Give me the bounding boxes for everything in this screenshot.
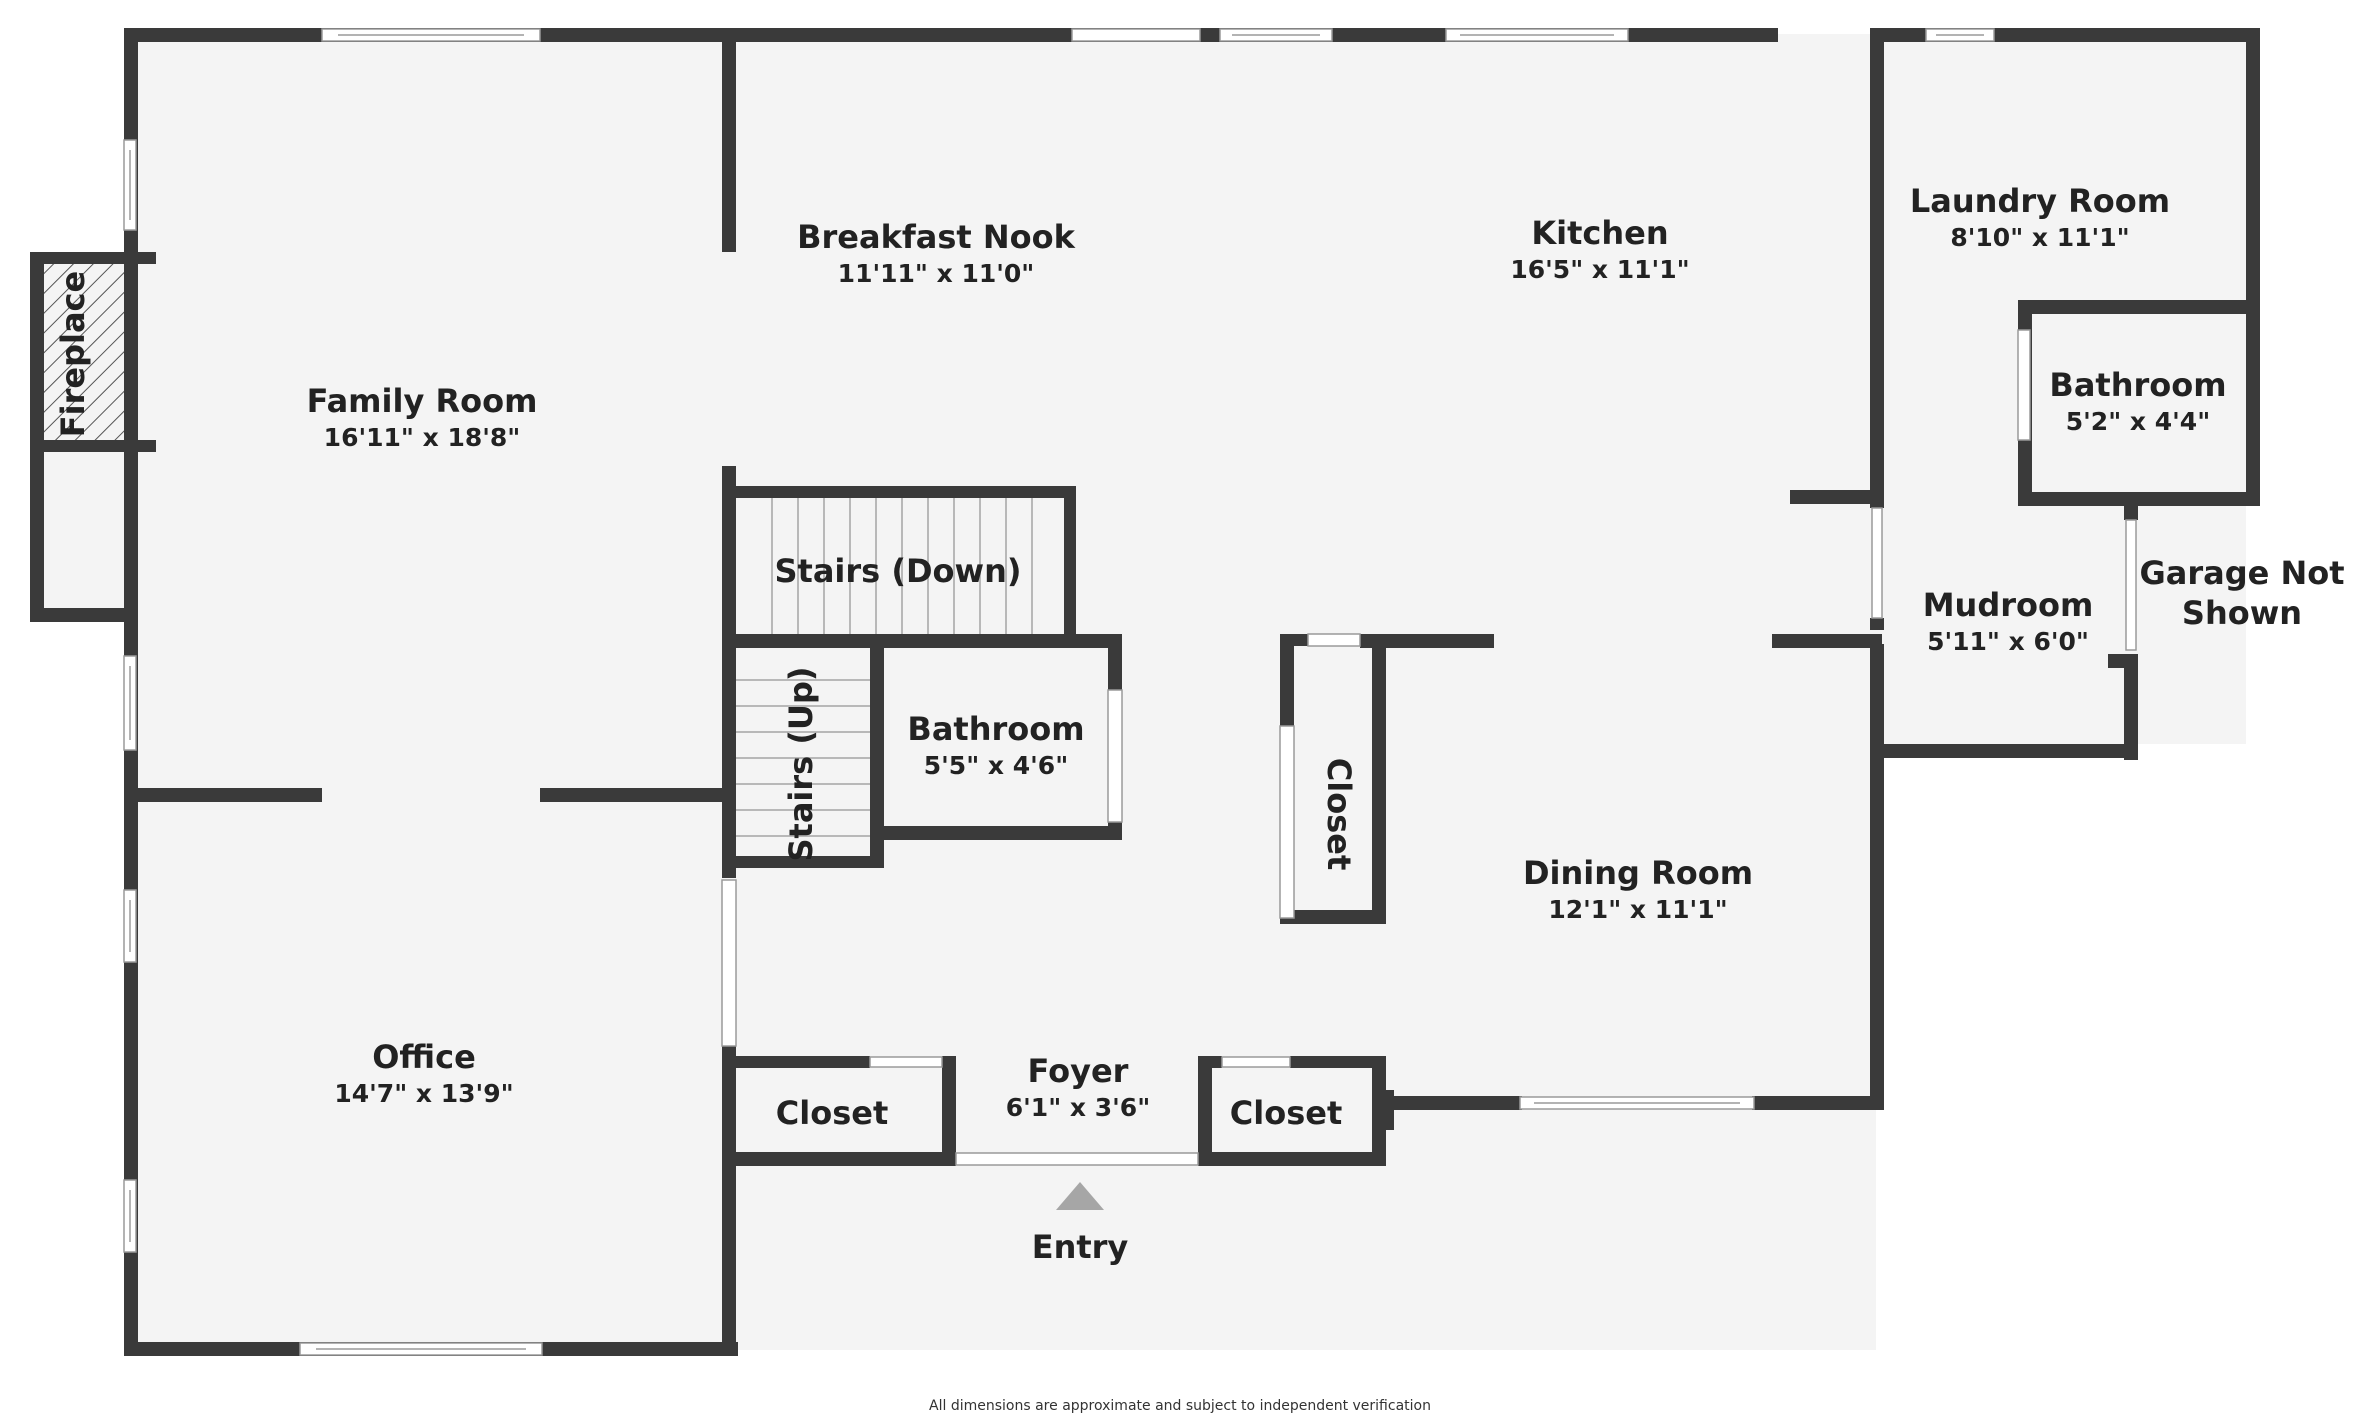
disclaimer-text: All dimensions are approximate and subje… (929, 1398, 1431, 1414)
kitchen-name: Kitchen (1531, 214, 1668, 252)
stairs-up-label: Stairs (Up) (782, 666, 820, 861)
entry-label: Entry (1032, 1228, 1129, 1266)
bathroom-rear-dims: 5'2" x 4'4" (2066, 407, 2210, 436)
mudroom: Mudroom 5'11" x 6'0" (1923, 586, 2094, 656)
walls (30, 28, 2260, 1356)
foyer: Foyer 6'1" x 3'6" (1006, 1052, 1150, 1122)
bathroom-rear-name: Bathroom (2049, 366, 2226, 404)
bathroom-center-dims: 5'5" x 4'6" (924, 751, 1068, 780)
breakfast-nook: Breakfast Nook 11'11" x 11'0" (797, 218, 1076, 288)
closet-center-label: Closet (1320, 758, 1358, 870)
stairs-up-treads (736, 679, 870, 837)
laundry-room-dims: 8'10" x 11'1" (1950, 223, 2129, 252)
garage-label-line1: Garage Not (2139, 554, 2344, 592)
dining-room-dims: 12'1" x 11'1" (1548, 895, 1727, 924)
breakfast-nook-name: Breakfast Nook (797, 218, 1076, 256)
closet-right-label: Closet (1230, 1094, 1342, 1132)
fireplace-hearth (44, 264, 124, 444)
mudroom-name: Mudroom (1923, 586, 2094, 624)
bathroom-center-name: Bathroom (907, 710, 1084, 748)
foyer-dims: 6'1" x 3'6" (1006, 1093, 1150, 1122)
windows (123, 28, 2137, 1356)
bathroom-rear: Bathroom 5'2" x 4'4" (2049, 366, 2226, 436)
office-name: Office (372, 1038, 476, 1076)
fireplace-label: Fireplace (54, 271, 92, 437)
family-room-dims: 16'11" x 18'8" (324, 423, 521, 452)
dining-room: Dining Room 12'1" x 11'1" (1523, 854, 1753, 924)
closet-left-label: Closet (776, 1094, 888, 1132)
floor-area (36, 34, 2246, 1350)
family-room: Family Room 16'11" x 18'8" (307, 382, 538, 452)
breakfast-nook-dims: 11'11" x 11'0" (838, 259, 1035, 288)
stairs-down-treads (771, 498, 1033, 634)
kitchen: Kitchen 16'5" x 11'1" (1510, 214, 1689, 284)
office: Office 14'7" x 13'9" (334, 1038, 513, 1108)
mudroom-dims: 5'11" x 6'0" (1927, 627, 2089, 656)
garage-label-line2: Shown (2182, 594, 2302, 632)
family-room-name: Family Room (307, 382, 538, 420)
dining-room-name: Dining Room (1523, 854, 1753, 892)
laundry-room: Laundry Room 8'10" x 11'1" (1910, 182, 2170, 252)
bathroom-center: Bathroom 5'5" x 4'6" (907, 710, 1084, 780)
entry-arrow-icon (1056, 1182, 1104, 1210)
kitchen-dims: 16'5" x 11'1" (1510, 255, 1689, 284)
office-dims: 14'7" x 13'9" (334, 1079, 513, 1108)
laundry-room-name: Laundry Room (1910, 182, 2170, 220)
stairs-down-label: Stairs (Down) (774, 552, 1021, 590)
foyer-name: Foyer (1028, 1052, 1129, 1090)
